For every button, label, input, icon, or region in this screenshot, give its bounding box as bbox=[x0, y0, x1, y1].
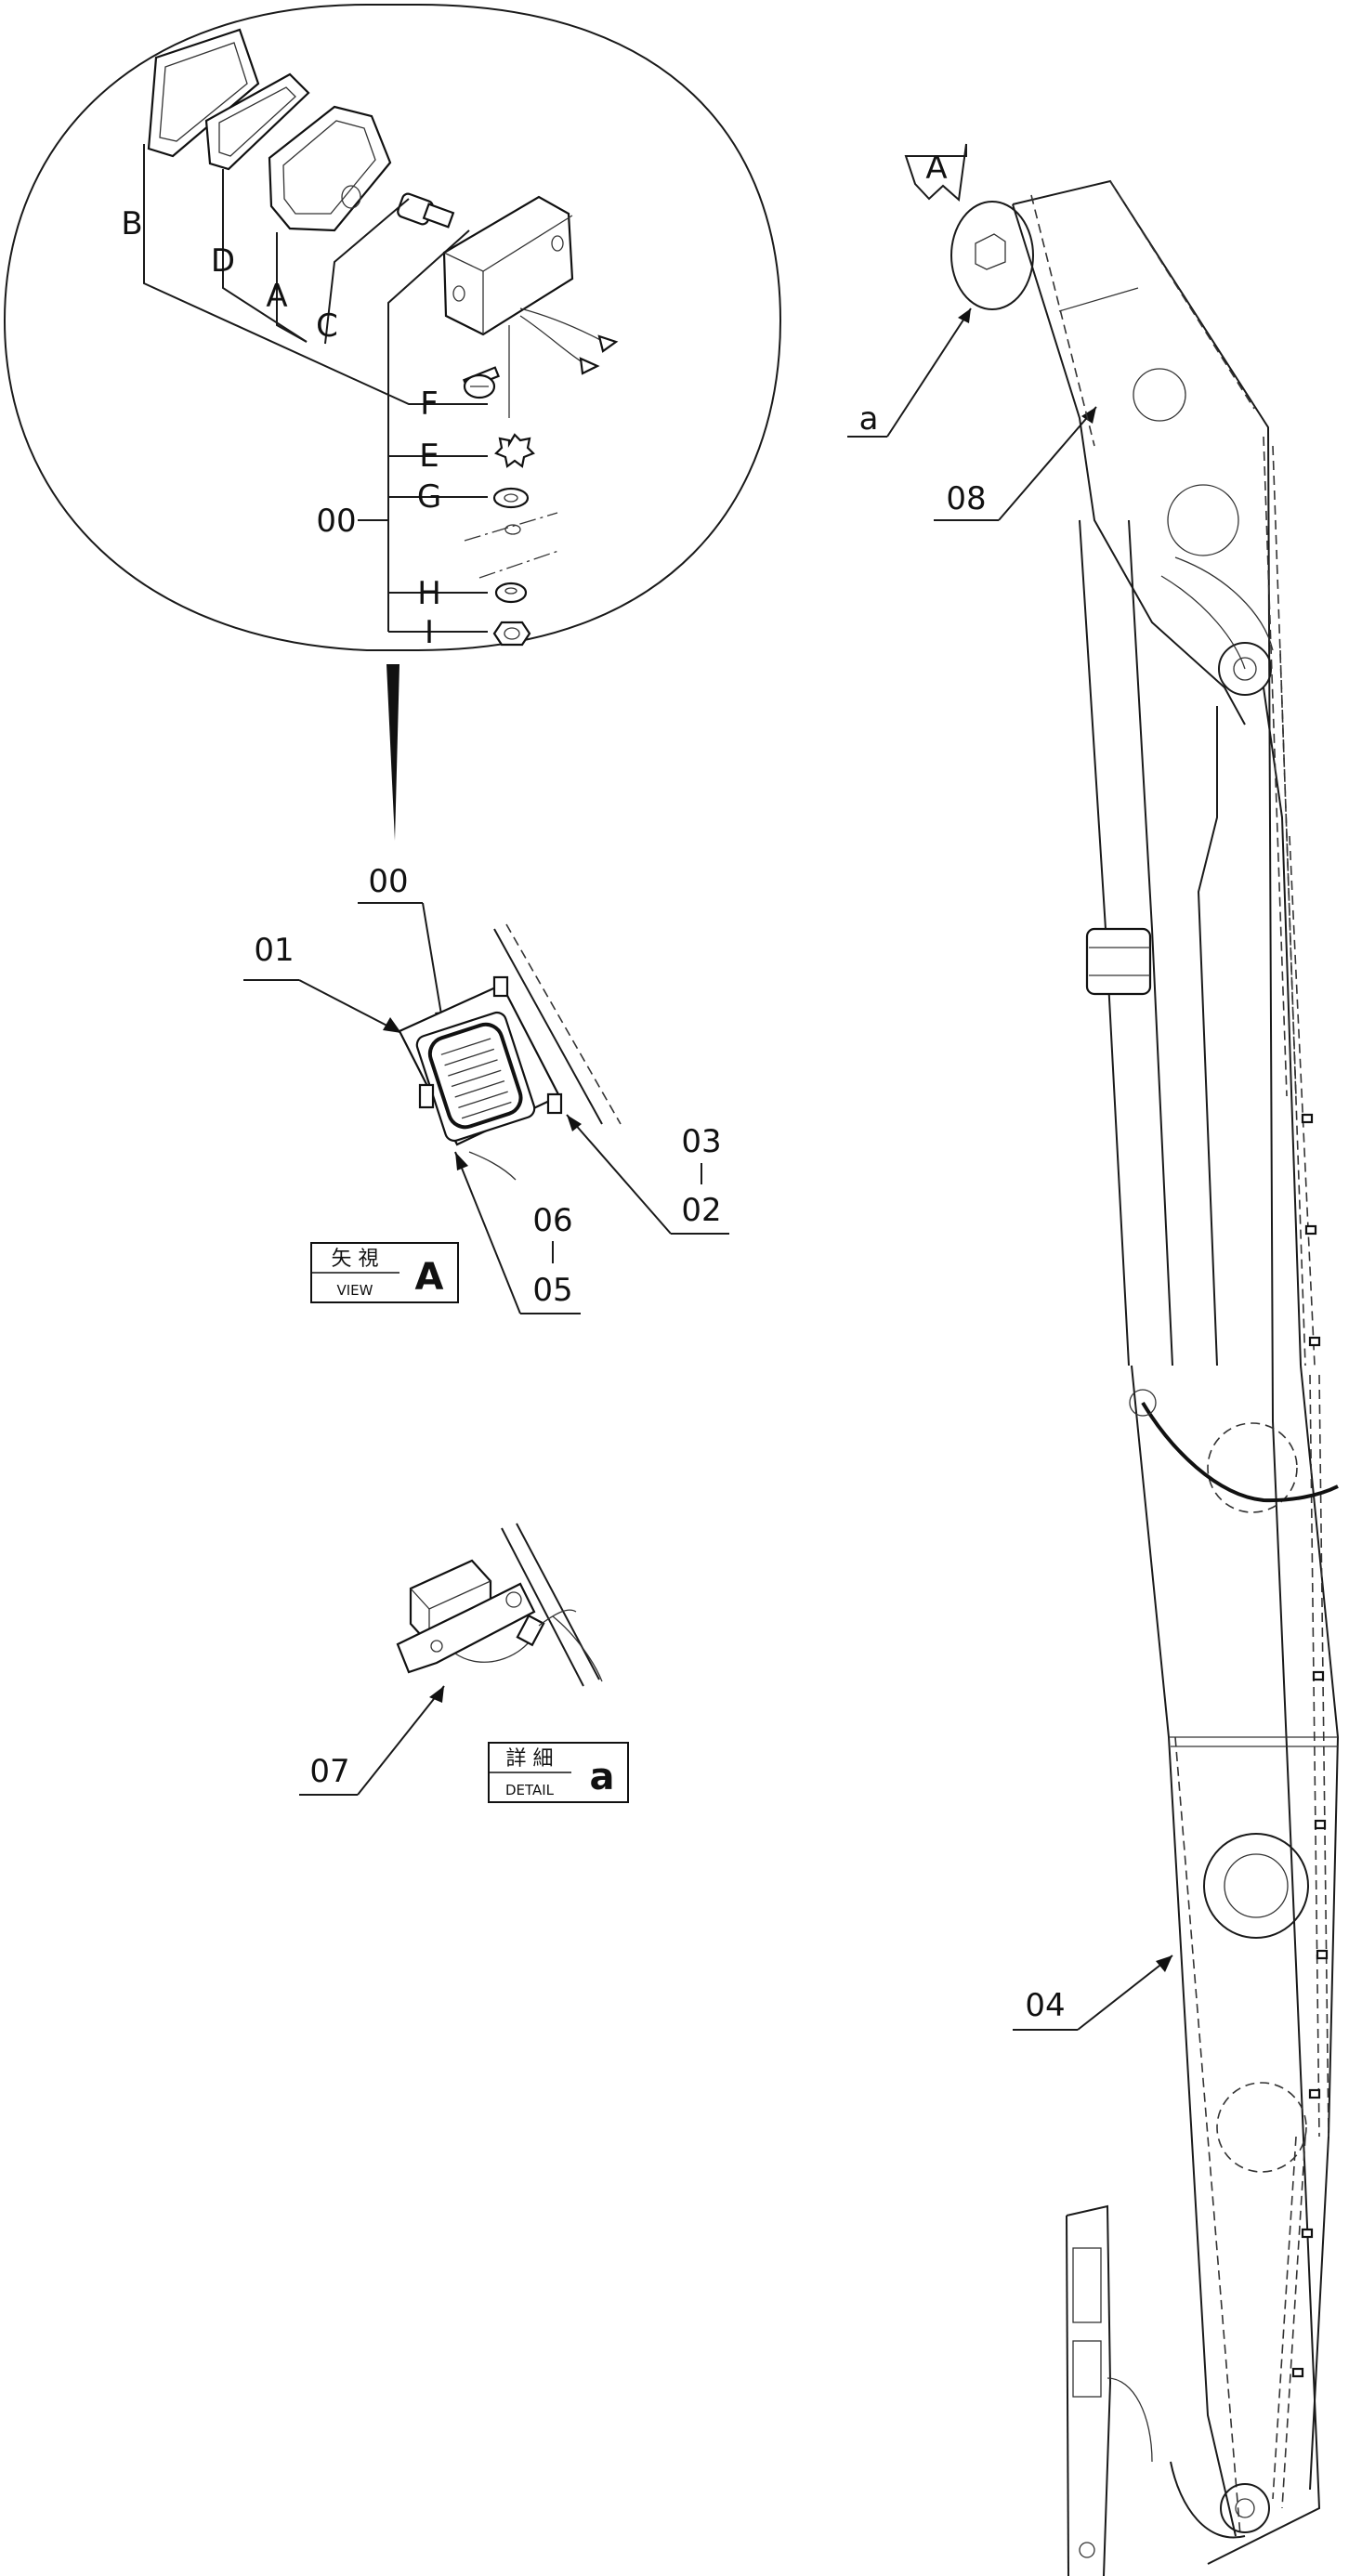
view-arrow-a-letter: A bbox=[925, 150, 947, 187]
exploded-lamp-bubble: B D A C F E G H I 00 bbox=[3, 4, 782, 841]
callout-05: 05 bbox=[532, 1272, 572, 1309]
callout-h: H bbox=[417, 575, 441, 612]
view-a-letter: A bbox=[415, 1256, 444, 1299]
washer-g bbox=[492, 487, 530, 509]
detail-a: 07 詳 細 DETAIL a bbox=[299, 1523, 629, 1803]
star-washer-e bbox=[494, 433, 535, 468]
callout-06: 06 bbox=[532, 1202, 572, 1239]
lens-pattern bbox=[440, 1038, 512, 1119]
detail-a-letter: a bbox=[590, 1756, 615, 1798]
detail-a-en: DETAIL bbox=[505, 1782, 555, 1798]
callout-b: B bbox=[121, 205, 142, 242]
detail-a-jp: 詳 細 bbox=[506, 1747, 554, 1771]
bracket-centerline-1 bbox=[464, 512, 558, 542]
screw-f bbox=[463, 366, 500, 399]
callout-a: A bbox=[266, 278, 287, 315]
lamp-housing bbox=[442, 195, 619, 418]
callout-07: 07 bbox=[309, 1753, 349, 1790]
callout-02: 02 bbox=[681, 1192, 721, 1229]
callout-08: 08 bbox=[946, 480, 986, 517]
callout-assembly-top: 00 bbox=[316, 503, 356, 540]
view-a-detail: 00 01 03 02 bbox=[243, 863, 729, 1314]
view-a-en: VIEW bbox=[337, 1282, 373, 1299]
hose-clamps bbox=[1291, 1113, 1329, 2378]
gasket-d bbox=[204, 72, 310, 171]
lens-a bbox=[268, 105, 392, 232]
view-a-label-box: 矢 視 VIEW A bbox=[310, 1242, 459, 1303]
callout-a-small: a bbox=[859, 400, 879, 438]
lock-washer-h bbox=[494, 582, 528, 604]
view-a-jp: 矢 視 bbox=[332, 1248, 379, 1271]
callout-e: E bbox=[419, 438, 439, 475]
detail-circle-a bbox=[950, 201, 1034, 310]
callout-04: 04 bbox=[1025, 1987, 1065, 2024]
callout-assembly-view: 00 bbox=[368, 863, 408, 900]
nut-i bbox=[492, 621, 531, 647]
leader-cone bbox=[386, 664, 399, 841]
callout-c: C bbox=[316, 307, 338, 345]
callout-f: F bbox=[420, 386, 439, 423]
callout-leaders bbox=[143, 144, 488, 633]
callout-g: G bbox=[417, 478, 441, 516]
callout-i: I bbox=[425, 614, 434, 651]
callout-d: D bbox=[211, 242, 235, 280]
detail-a-label-box: 詳 細 DETAIL a bbox=[488, 1742, 629, 1803]
bracket-centerline-2 bbox=[478, 549, 562, 579]
callout-03: 03 bbox=[681, 1123, 721, 1160]
bulb-c bbox=[397, 192, 455, 229]
callout-01: 01 bbox=[254, 932, 294, 969]
view-arrow-a: A bbox=[904, 143, 967, 202]
boom-arm-assembly: A a 08 bbox=[847, 143, 1340, 2576]
